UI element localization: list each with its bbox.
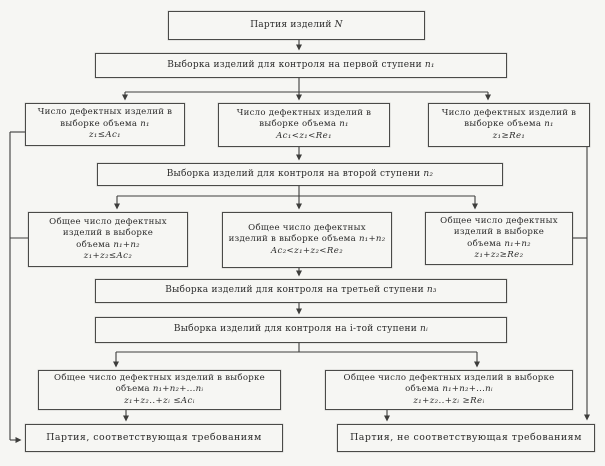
node-sample-stage-i: Выборка изделий для контроля на i-той ст…	[95, 317, 507, 343]
node-stage1-reject: Число дефектных изделий в выборке объема…	[428, 103, 590, 147]
node-sample-stage1-label: Выборка изделий для контроля на первой с…	[167, 60, 435, 72]
node-stage2-continue: Общее число дефектных изделий в выборке …	[222, 212, 392, 268]
node-stage1-continue-label: Число дефектных изделий в выборке объема…	[223, 108, 385, 131]
node-stage-i-reject: Общее число дефектных изделий в выборке …	[325, 370, 573, 410]
node-sample-stage3: Выборка изделий для контроля на третьей …	[95, 279, 507, 303]
node-batch-rejected: Партия, не соответствующая требованиям	[337, 424, 595, 452]
node-stage2-reject-formula: z₁+z₂≥Re₂	[474, 249, 524, 260]
node-sample-stage-i-var: nᵢ	[420, 324, 429, 335]
node-sample-stage-i-text: Выборка изделий для контроля на i-той ст…	[173, 324, 417, 335]
node-stage-i-reject-text: Общее число дефектных изделий в выборке …	[343, 372, 555, 395]
node-stage2-reject-var: n₁+n₂	[504, 238, 531, 249]
node-stage1-accept-formula: z₁≤Ac₁	[88, 130, 122, 141]
node-stage2-continue-formula: Ac₂<z₁+z₂<Re₂	[270, 245, 344, 256]
node-stage1-accept-var: n₁	[140, 118, 150, 129]
node-batch-text: Партия изделий	[250, 19, 332, 30]
node-sample-stage1-text: Выборка изделий для контроля на первой с…	[167, 59, 422, 70]
node-stage2-continue-label: Общее число дефектных изделий в выборке …	[227, 223, 387, 246]
node-sample-stage2-label: Выборка изделий для контроля на второй с…	[167, 169, 434, 181]
node-sample-stage3-text: Выборка изделий для контроля на третьей …	[165, 285, 424, 296]
node-sample-stage1: Выборка изделий для контроля на первой с…	[95, 53, 507, 78]
node-stage2-reject-text: Общее число дефектных изделий в выборке …	[440, 215, 558, 249]
node-stage1-continue-text: Число дефектных изделий в выборке объема	[236, 107, 372, 130]
node-stage2-continue-text: Общее число дефектных изделий в выборке …	[228, 222, 366, 245]
node-stage1-reject-text: Число дефектных изделий в выборке объема	[441, 107, 577, 130]
node-stage-i-accept: Общее число дефектных изделий в выборке …	[38, 370, 281, 410]
node-stage-i-reject-var: n₁+n₂+...nᵢ	[442, 384, 493, 395]
node-stage-i-reject-formula: z₁+z₂..+zᵢ ≥Reᵢ	[413, 395, 485, 406]
node-stage2-accept: Общее число дефектных изделий в выборке …	[28, 212, 188, 267]
node-sample-stage2-text: Выборка изделий для контроля на второй с…	[166, 168, 421, 179]
node-batch-accepted: Партия, соответствующая требованиям	[25, 424, 283, 452]
node-stage1-accept-text: Число дефектных изделий в выборке объема	[37, 107, 173, 129]
node-stage1-continue-formula: Ac₁<z₁<Re₁	[276, 130, 332, 141]
node-batch-var: N	[334, 19, 343, 30]
node-batch-accepted-text: Партия, соответствующая требованиям	[46, 431, 262, 443]
node-stage1-reject-var: n₁	[544, 119, 554, 130]
node-stage2-accept-var: n₁+n₂	[113, 239, 140, 250]
node-stage-i-reject-label: Общее число дефектных изделий в выборке …	[330, 373, 568, 396]
node-stage1-continue: Число дефектных изделий в выборке объема…	[218, 103, 390, 147]
node-stage1-reject-formula: z₁≥Re₁	[492, 130, 526, 141]
node-sample-stage2-var: n₂	[423, 168, 434, 179]
node-stage-i-accept-text: Общее число дефектных изделий в выборке …	[54, 372, 265, 395]
node-stage2-accept-text: Общее число дефектных изделий в выборке …	[49, 216, 167, 250]
node-stage1-accept: Число дефектных изделий в выборке объема…	[25, 103, 185, 146]
node-sample-stage1-var: n₁	[424, 59, 435, 70]
node-stage-i-accept-label: Общее число дефектных изделий в выборке …	[43, 373, 276, 396]
node-stage1-continue-var: n₁	[339, 119, 349, 130]
node-sample-stage3-var: n₃	[426, 285, 437, 296]
node-stage2-accept-label: Общее число дефектных изделий в выборке …	[33, 217, 183, 251]
node-stage2-continue-var: n₁+n₂	[359, 234, 386, 245]
node-stage-i-accept-formula: z₁+z₂..+zᵢ ≤Acᵢ	[124, 395, 195, 406]
node-sample-stage-i-label: Выборка изделий для контроля на i-той ст…	[174, 324, 428, 336]
node-stage1-accept-label: Число дефектных изделий в выборке объема…	[30, 107, 180, 130]
node-stage1-reject-label: Число дефектных изделий в выборке объема…	[433, 108, 585, 131]
node-stage-i-accept-var: n₁+n₂+...nᵢ	[152, 384, 204, 395]
node-sample-stage3-label: Выборка изделий для контроля на третьей …	[165, 285, 436, 297]
node-stage2-reject-label: Общее число дефектных изделий в выборке …	[430, 216, 568, 250]
node-stage2-reject: Общее число дефектных изделий в выборке …	[425, 212, 573, 265]
node-stage2-accept-formula: z₁+z₂≤Ac₂	[83, 250, 133, 261]
node-batch-rejected-text: Партия, не соответствующая требованиям	[350, 431, 582, 443]
node-sample-stage2: Выборка изделий для контроля на второй с…	[97, 163, 503, 186]
